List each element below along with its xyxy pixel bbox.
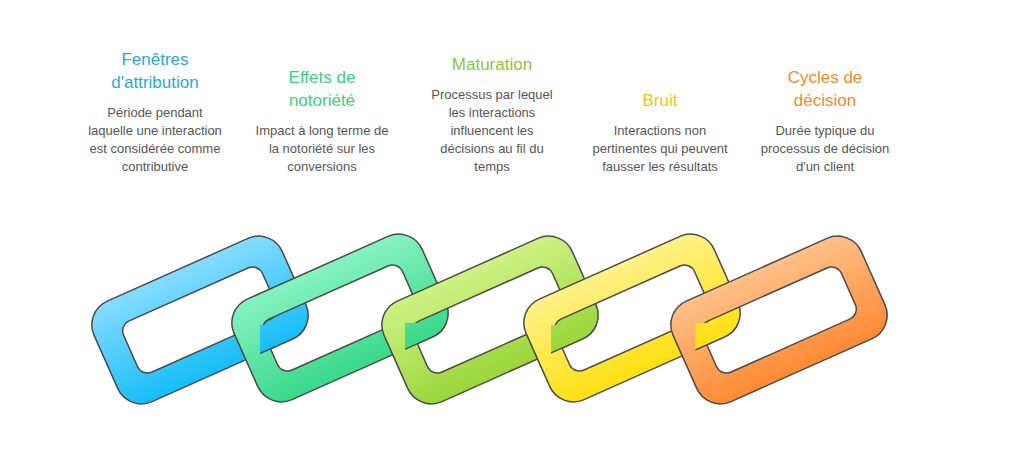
link-text-group: Fenêtres d'attributionPériode pendant la…	[80, 10, 230, 176]
link-ring-overlap	[551, 325, 606, 412]
link-heading: Maturation	[452, 53, 532, 76]
link-text-group: Cycles de décisionDurée typique du proce…	[750, 10, 900, 176]
link-ring	[663, 228, 896, 412]
link-text-group: Effets de notoriétéImpact à long terme d…	[247, 10, 397, 176]
link-heading: Cycles de décision	[760, 66, 890, 112]
chain-link: MaturationProcessus par lequel les inter…	[370, 10, 610, 415]
link-overlap-part	[405, 323, 456, 410]
chain-link: Effets de notoriétéImpact à long terme d…	[220, 10, 460, 415]
link-description: Processus par lequel les interactions in…	[422, 86, 562, 176]
link-ring-overlap	[696, 323, 749, 410]
link-shape	[80, 10, 320, 415]
link-shape	[512, 10, 752, 415]
link-heading: Effets de notoriété	[257, 66, 387, 112]
link-overlap-part	[696, 323, 749, 410]
link-overlap-part	[260, 325, 316, 412]
link-heading: Fenêtres d'attribution	[90, 48, 220, 94]
link-shape	[659, 10, 899, 415]
link-heading: Bruit	[643, 89, 678, 112]
link-overlap-part	[551, 325, 606, 412]
link-description: Interactions non pertinentes qui peuvent…	[590, 122, 730, 176]
link-ring-overlap	[260, 325, 316, 412]
link-text-group: MaturationProcessus par lequel les inter…	[417, 10, 567, 176]
link-description: Période pendant laquelle une interaction…	[85, 104, 225, 176]
chain-link: BruitInteractions non pertinentes qui pe…	[512, 10, 752, 415]
link-description: Impact à long terme de la notoriété sur …	[252, 122, 392, 176]
chain-link: Fenêtres d'attributionPériode pendant la…	[80, 10, 320, 415]
link-text-group: BruitInteractions non pertinentes qui pe…	[585, 10, 735, 176]
chain-link: Cycles de décisionDurée typique du proce…	[659, 10, 899, 415]
link-description: Durée typique du processus de décision d…	[755, 122, 895, 176]
link-ring-overlap	[405, 323, 456, 410]
